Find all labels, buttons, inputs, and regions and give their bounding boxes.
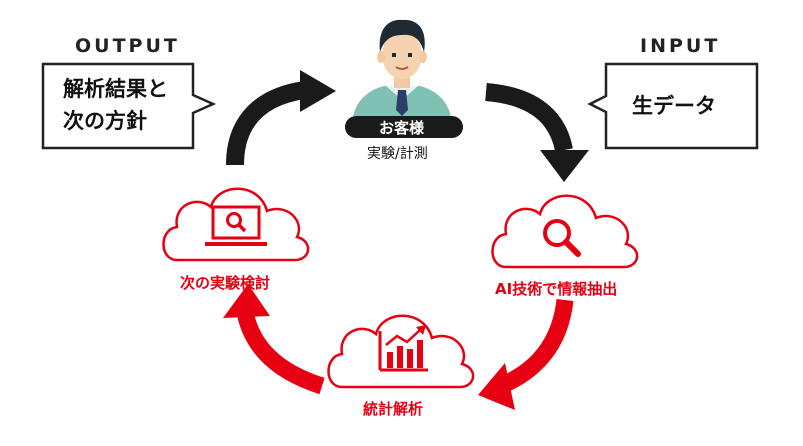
arrow-to-ai [485,83,589,182]
customer-subtitle: 実験/計測 [367,146,428,162]
ai-cloud [491,194,639,269]
output-bubble-line2: 次の方針 [63,109,147,133]
output-bubble-line1: 解析結果と [63,77,168,101]
arrow-to-next [223,284,325,395]
step-next-label: 次の実験検討 [180,274,271,292]
step-stats-label: 統計解析 [363,400,424,418]
output-heading: OUTPUT [75,35,180,57]
input-heading: INPUT [640,35,721,57]
customer-avatar [353,19,451,118]
arrow-to-customer [226,70,336,166]
output-bubble [41,62,217,150]
input-bubble [587,62,759,150]
laptop-search-icon [205,205,267,246]
arrow-to-stats [478,298,574,410]
next-step-cloud [162,187,310,262]
bar-chart-icon [378,325,428,372]
customer-badge-label: お客様 [379,119,425,137]
step-ai-label: AI技術で情報抽出 [495,280,618,298]
magnifier-icon [543,219,581,257]
customer-badge [345,116,463,138]
input-bubble-text: 生データ [632,94,716,118]
